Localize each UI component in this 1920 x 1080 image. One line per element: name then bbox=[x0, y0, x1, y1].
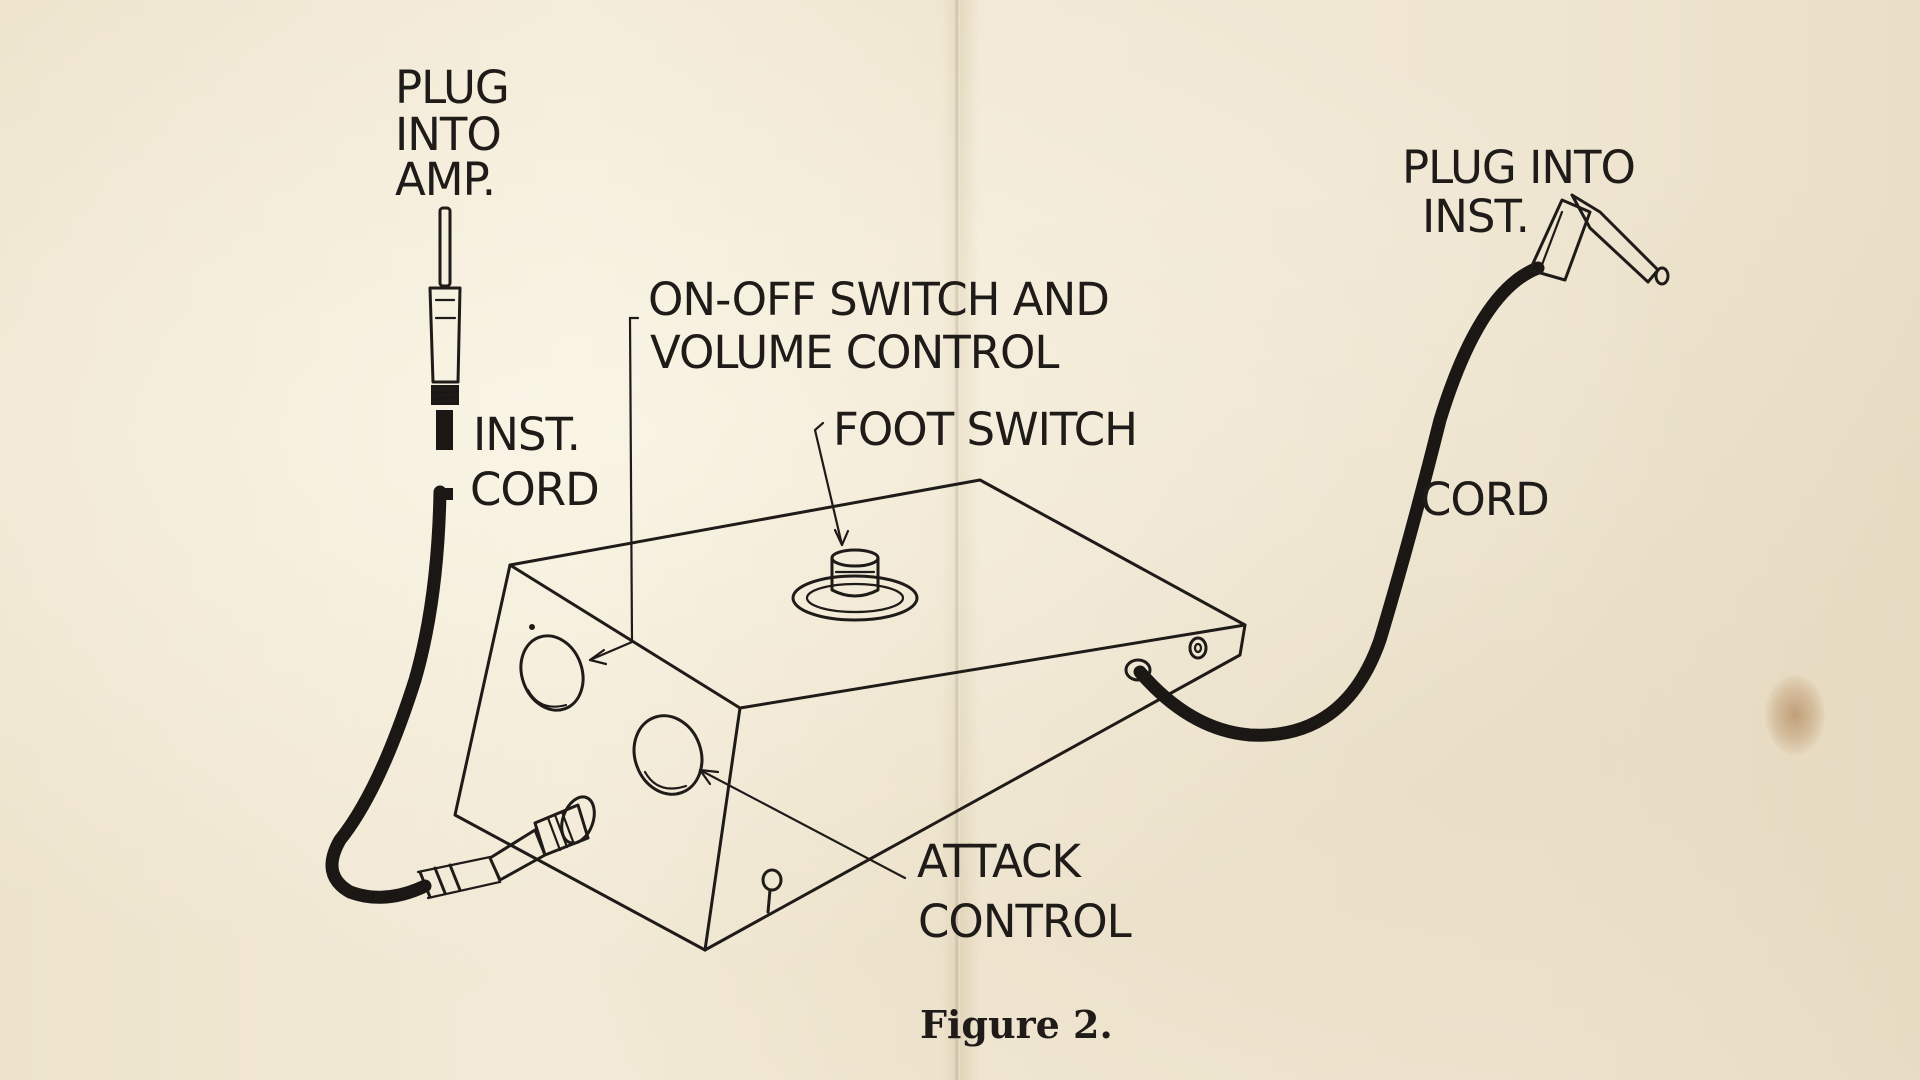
input-jack bbox=[1124, 636, 1208, 682]
enclosure-front-face bbox=[453, 563, 742, 952]
on-off-switch-line-2: VOLUME CONTROL bbox=[650, 326, 1059, 379]
inst-cord-label: INST. CORD bbox=[470, 408, 599, 516]
pedal-enclosure bbox=[453, 478, 1247, 952]
on-off-switch-label: ON-OFF SWITCH AND VOLUME CONTROL bbox=[648, 273, 1122, 379]
paper-stain bbox=[1765, 675, 1825, 755]
plug-into-amp-line-1: PLUG bbox=[395, 61, 509, 114]
attack-leader bbox=[698, 768, 907, 880]
instrument-plug bbox=[1528, 193, 1670, 286]
instrument-cable bbox=[1133, 261, 1545, 742]
paper-fold bbox=[954, 0, 960, 1080]
amp-cable bbox=[325, 485, 447, 904]
foot-switch-label: FOOT SWITCH bbox=[833, 403, 1137, 456]
attack-arrowhead bbox=[698, 768, 720, 786]
attack-control-line-1: ATTACK bbox=[917, 835, 1082, 888]
figure-caption: Figure 2. bbox=[920, 1002, 1113, 1047]
foot-switch-leader bbox=[813, 421, 844, 547]
inst-cord-line-2: CORD bbox=[470, 463, 599, 516]
volume-arrowhead bbox=[588, 648, 608, 666]
enclosure-end-face bbox=[703, 623, 1247, 952]
bottom-screw bbox=[761, 868, 783, 914]
plug-into-inst-line-1: PLUG INTO bbox=[1402, 141, 1635, 194]
amp-plug bbox=[428, 206, 462, 500]
attack-knob bbox=[632, 714, 704, 796]
inst-cord-line-1: INST. bbox=[473, 408, 580, 461]
foot-switch bbox=[791, 548, 919, 622]
volume-leader bbox=[588, 316, 640, 662]
attack-control-line-2: CONTROL bbox=[918, 895, 1132, 948]
plug-into-amp-label: PLUG INTO AMP. bbox=[395, 61, 522, 206]
volume-knob bbox=[519, 624, 585, 712]
on-off-switch-line-1: ON-OFF SWITCH AND bbox=[648, 273, 1109, 326]
attack-control-label: ATTACK CONTROL bbox=[917, 835, 1132, 948]
output-jack bbox=[416, 795, 596, 900]
plug-into-amp-line-3: AMP. bbox=[395, 153, 495, 206]
cord-label: CORD bbox=[1420, 473, 1549, 526]
plug-into-amp-line-2: INTO bbox=[395, 108, 501, 161]
plug-into-inst-label: PLUG INTO INST. bbox=[1402, 141, 1648, 243]
plug-into-inst-line-2: INST. bbox=[1422, 190, 1529, 243]
foot-switch-arrowhead bbox=[833, 528, 850, 547]
